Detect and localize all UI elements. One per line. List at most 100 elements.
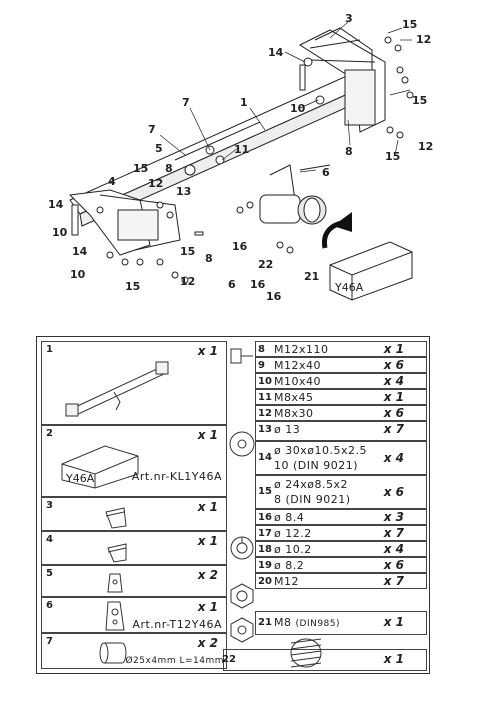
part-spec: M12x110 <box>274 343 329 356</box>
part-number: 8 <box>258 344 265 355</box>
part-row-4: 4 x 1 <box>41 531 227 565</box>
callout-15f: 15 <box>125 280 140 293</box>
part-qty: x 4 <box>383 451 404 465</box>
callout-numbers: 3 15 12 14 15 10 1 7 7 5 11 8 15 12 6 8 … <box>48 12 433 303</box>
part-spec: ø 8.2 <box>274 559 305 572</box>
part-spec: M10x40 <box>274 375 321 388</box>
part-number: 9 <box>258 360 265 371</box>
part-qty: x 4 <box>383 374 404 388</box>
part-number: 1 <box>46 344 53 355</box>
part-qty: x 1 <box>197 500 218 514</box>
part-row-1: 1 x 1 <box>41 341 227 425</box>
sleeve-dimension: Ø25x4mm L=14mm <box>125 656 224 666</box>
part-spec: M8x30 <box>274 407 314 420</box>
callout-16: 16 <box>232 240 248 253</box>
spec-note: (DIN985) <box>295 619 341 629</box>
callout-13: 13 <box>176 185 191 198</box>
callout-16b: 16 <box>250 278 266 291</box>
art-number: Art.nr-T12Y46A <box>132 618 222 631</box>
cross-beam <box>69 69 373 227</box>
part-qty: x 1 <box>197 534 218 548</box>
spec-text: M8 <box>274 616 292 629</box>
callout-16c: 16 <box>266 290 282 303</box>
part-number: 22 <box>222 654 236 665</box>
tow-ball <box>259 164 327 225</box>
callout-15e: 15 <box>180 245 195 258</box>
part-qty: x 3 <box>383 510 404 524</box>
callout-15d: 15 <box>133 162 148 175</box>
part-qty: x 2 <box>197 636 218 650</box>
bolt-icon <box>230 348 253 364</box>
part-qty: x 7 <box>383 422 404 436</box>
part-row-3: 3 x 1 <box>41 497 227 531</box>
part-number: 12 <box>258 408 272 419</box>
callout-14b: 14 <box>48 198 64 211</box>
part-row-5: 5 x 2 <box>41 565 227 597</box>
callout-11: 11 <box>234 143 249 156</box>
part-number: 6 <box>46 600 53 611</box>
part-qty: x 4 <box>383 542 404 556</box>
part-row-2: 2 x 1 Y46A Art.nr-KL1Y46A <box>41 425 227 497</box>
part-qty: x 1 <box>197 344 218 358</box>
part-qty: x 1 <box>383 342 404 356</box>
part-spec: ø 8.4 <box>274 511 305 524</box>
part-qty: x 1 <box>197 600 218 614</box>
part-qty: x 1 <box>383 390 404 404</box>
callout-14: 14 <box>268 46 284 59</box>
part-number: 20 <box>258 576 272 587</box>
callout-9: 8 <box>345 145 353 158</box>
part-spec-line2: 8 (DIN 9021) <box>274 493 351 506</box>
part-row-8: 8 M12x110 x 1 <box>255 341 427 357</box>
part-spec: ø 13 <box>274 423 301 436</box>
part-number: 21 <box>258 617 272 628</box>
part-number: 13 <box>258 424 272 435</box>
part-row-22: 22 x 1 <box>222 649 427 671</box>
part-number: 15 <box>258 486 272 497</box>
callout-14c: 14 <box>72 245 88 258</box>
callout-3: 3 <box>345 12 353 25</box>
ball-arrow <box>321 212 353 249</box>
part-number: 3 <box>46 500 53 511</box>
callout-15b: 15 <box>412 94 427 107</box>
callout-12: 12 <box>416 33 431 46</box>
callout-5: 5 <box>155 142 163 155</box>
lock-nut-icon <box>230 617 254 643</box>
part-number: 14 <box>258 452 272 463</box>
part-qty: x 1 <box>197 428 218 442</box>
parts-table: 1 x 1 2 x 1 Y46A Art.nr-KL1Y46A 3 x 1 4 … <box>36 336 430 674</box>
part-spec: M12x40 <box>274 359 321 372</box>
callout-4: 4 <box>108 175 116 188</box>
part-qty: x 1 <box>383 652 404 666</box>
callout-7b: 7 <box>148 123 156 136</box>
left-bracket <box>68 189 181 256</box>
fastener-set <box>71 36 414 284</box>
washer-icon <box>229 431 255 457</box>
art-number: Art.nr-KL1Y46A <box>131 470 222 483</box>
spring-icon <box>290 638 322 668</box>
callout-8: 6 <box>322 166 330 179</box>
part-box: Y46A <box>329 241 413 301</box>
exploded-diagram: Y46A 3 15 12 14 15 10 1 7 7 5 11 8 15 12… <box>48 12 433 303</box>
part-qty: x 2 <box>197 568 218 582</box>
part-spec: M8x45 <box>274 391 314 404</box>
part-spec: ø 10.2 <box>274 543 312 556</box>
callout-10c: 10 <box>70 268 86 281</box>
bracket-icon <box>105 507 127 529</box>
part-number: 18 <box>258 544 272 555</box>
box-icon: Y46A <box>61 445 139 489</box>
callout-21: 21 <box>304 270 319 283</box>
callout-22: 22 <box>258 258 273 271</box>
callout-10b: 10 <box>52 226 68 239</box>
part-number: 5 <box>46 568 53 579</box>
part-number: 10 <box>258 376 272 387</box>
part-row-21: 21 M8 (DIN985) x 1 <box>255 611 427 635</box>
